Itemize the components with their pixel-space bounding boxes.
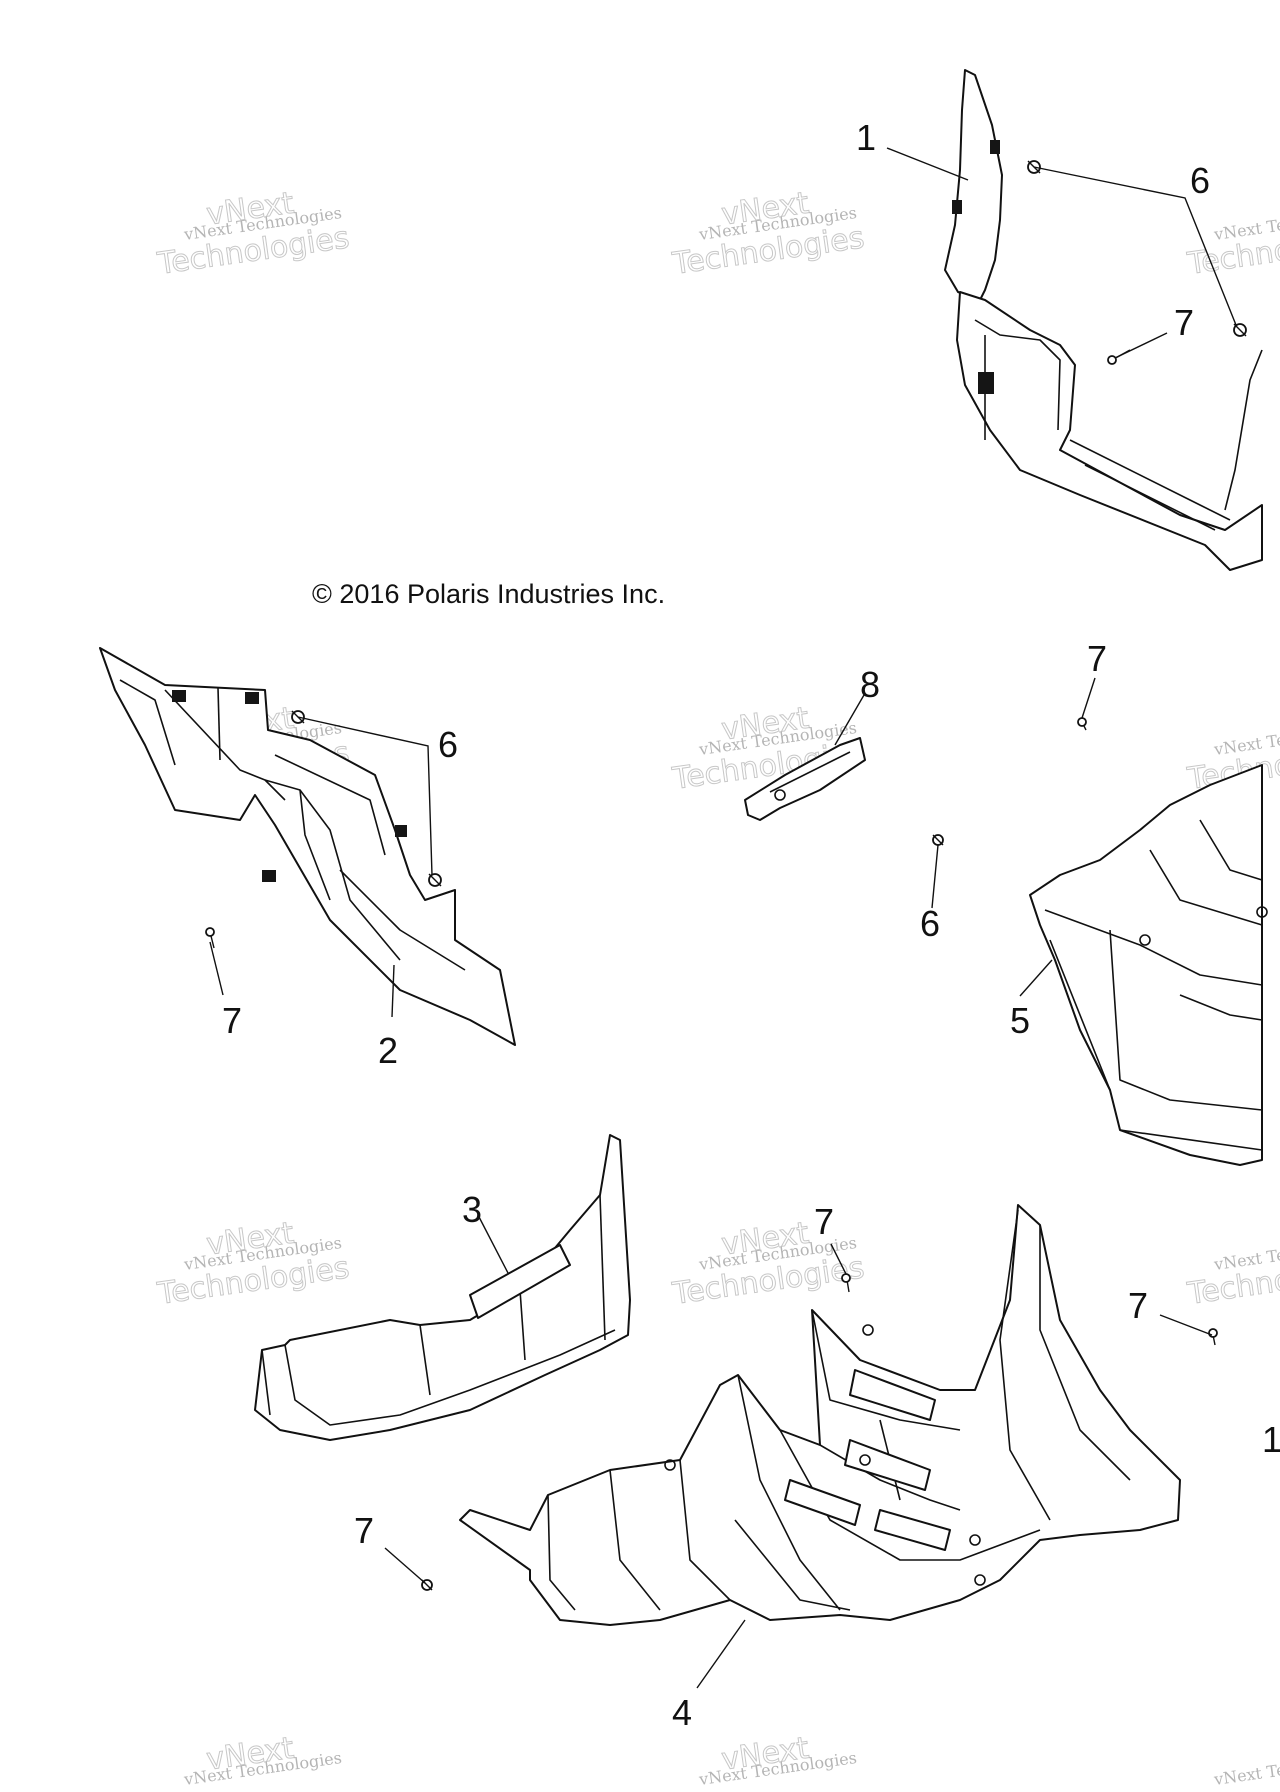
watermark: vNext vNext Technologies Technologies — [669, 1215, 867, 1312]
callout-7: 7 — [222, 1000, 242, 1041]
callout-7: 7 — [1087, 638, 1107, 679]
part-2-left-panel — [99, 647, 516, 1046]
part-4-main-floor — [459, 1204, 1181, 1626]
callout-labels: 1 6 7 6 7 2 8 7 6 5 3 7 7 7 4 1 — [222, 117, 1280, 1733]
watermark: vNext Technologies — [1212, 1748, 1280, 1789]
watermark: vNext vNext Technologies Technologies — [154, 1215, 352, 1312]
callout-4: 4 — [672, 1692, 692, 1733]
watermark: vNext Technologies Technologies — [1184, 203, 1280, 282]
callout-2: 2 — [378, 1030, 398, 1071]
callout-6: 6 — [920, 903, 940, 944]
part-1-front-panel — [944, 69, 1263, 571]
callout-3: 3 — [462, 1189, 482, 1230]
watermark: vNext vNext Technologies Technologies — [154, 185, 352, 282]
screw-icon — [205, 927, 215, 949]
copyright-notice: © 2016 Polaris Industries Inc. — [312, 579, 665, 609]
leader-lines — [209, 147, 1237, 1689]
part-3-lower-left-panel — [254, 1134, 631, 1441]
svg-text:vNext Technologies: vNext Technologies — [1212, 1748, 1280, 1789]
callout-7: 7 — [1174, 302, 1194, 343]
push-rivet-icon — [428, 873, 442, 887]
screw-icon — [841, 1273, 851, 1293]
watermark: vNext vNext Technologies Technologies — [669, 700, 867, 797]
screw-icon — [1077, 717, 1087, 731]
callout-6: 6 — [1190, 160, 1210, 201]
callout-1: 1 — [856, 117, 876, 158]
callout-5: 5 — [1010, 1000, 1030, 1041]
push-rivet-icon — [932, 834, 944, 846]
push-rivet-icon — [1233, 323, 1247, 337]
callout-8: 8 — [860, 664, 880, 705]
part-5-right-tub — [1029, 764, 1268, 1166]
watermark: vNext vNext Technologies — [182, 1730, 343, 1789]
callout-1-partial: 1 — [1262, 1419, 1280, 1460]
watermark: vNext Technologies Technologies — [1184, 1233, 1280, 1312]
watermark: vNext vNext Technologies — [697, 1730, 858, 1789]
callout-6: 6 — [438, 724, 458, 765]
part-8-bracket — [744, 737, 866, 821]
callout-7: 7 — [354, 1510, 374, 1551]
callout-7: 7 — [814, 1201, 834, 1242]
watermark: vNext vNext Technologies Technologies — [669, 185, 867, 282]
screw-icon — [1208, 1328, 1218, 1346]
callout-7: 7 — [1128, 1285, 1148, 1326]
